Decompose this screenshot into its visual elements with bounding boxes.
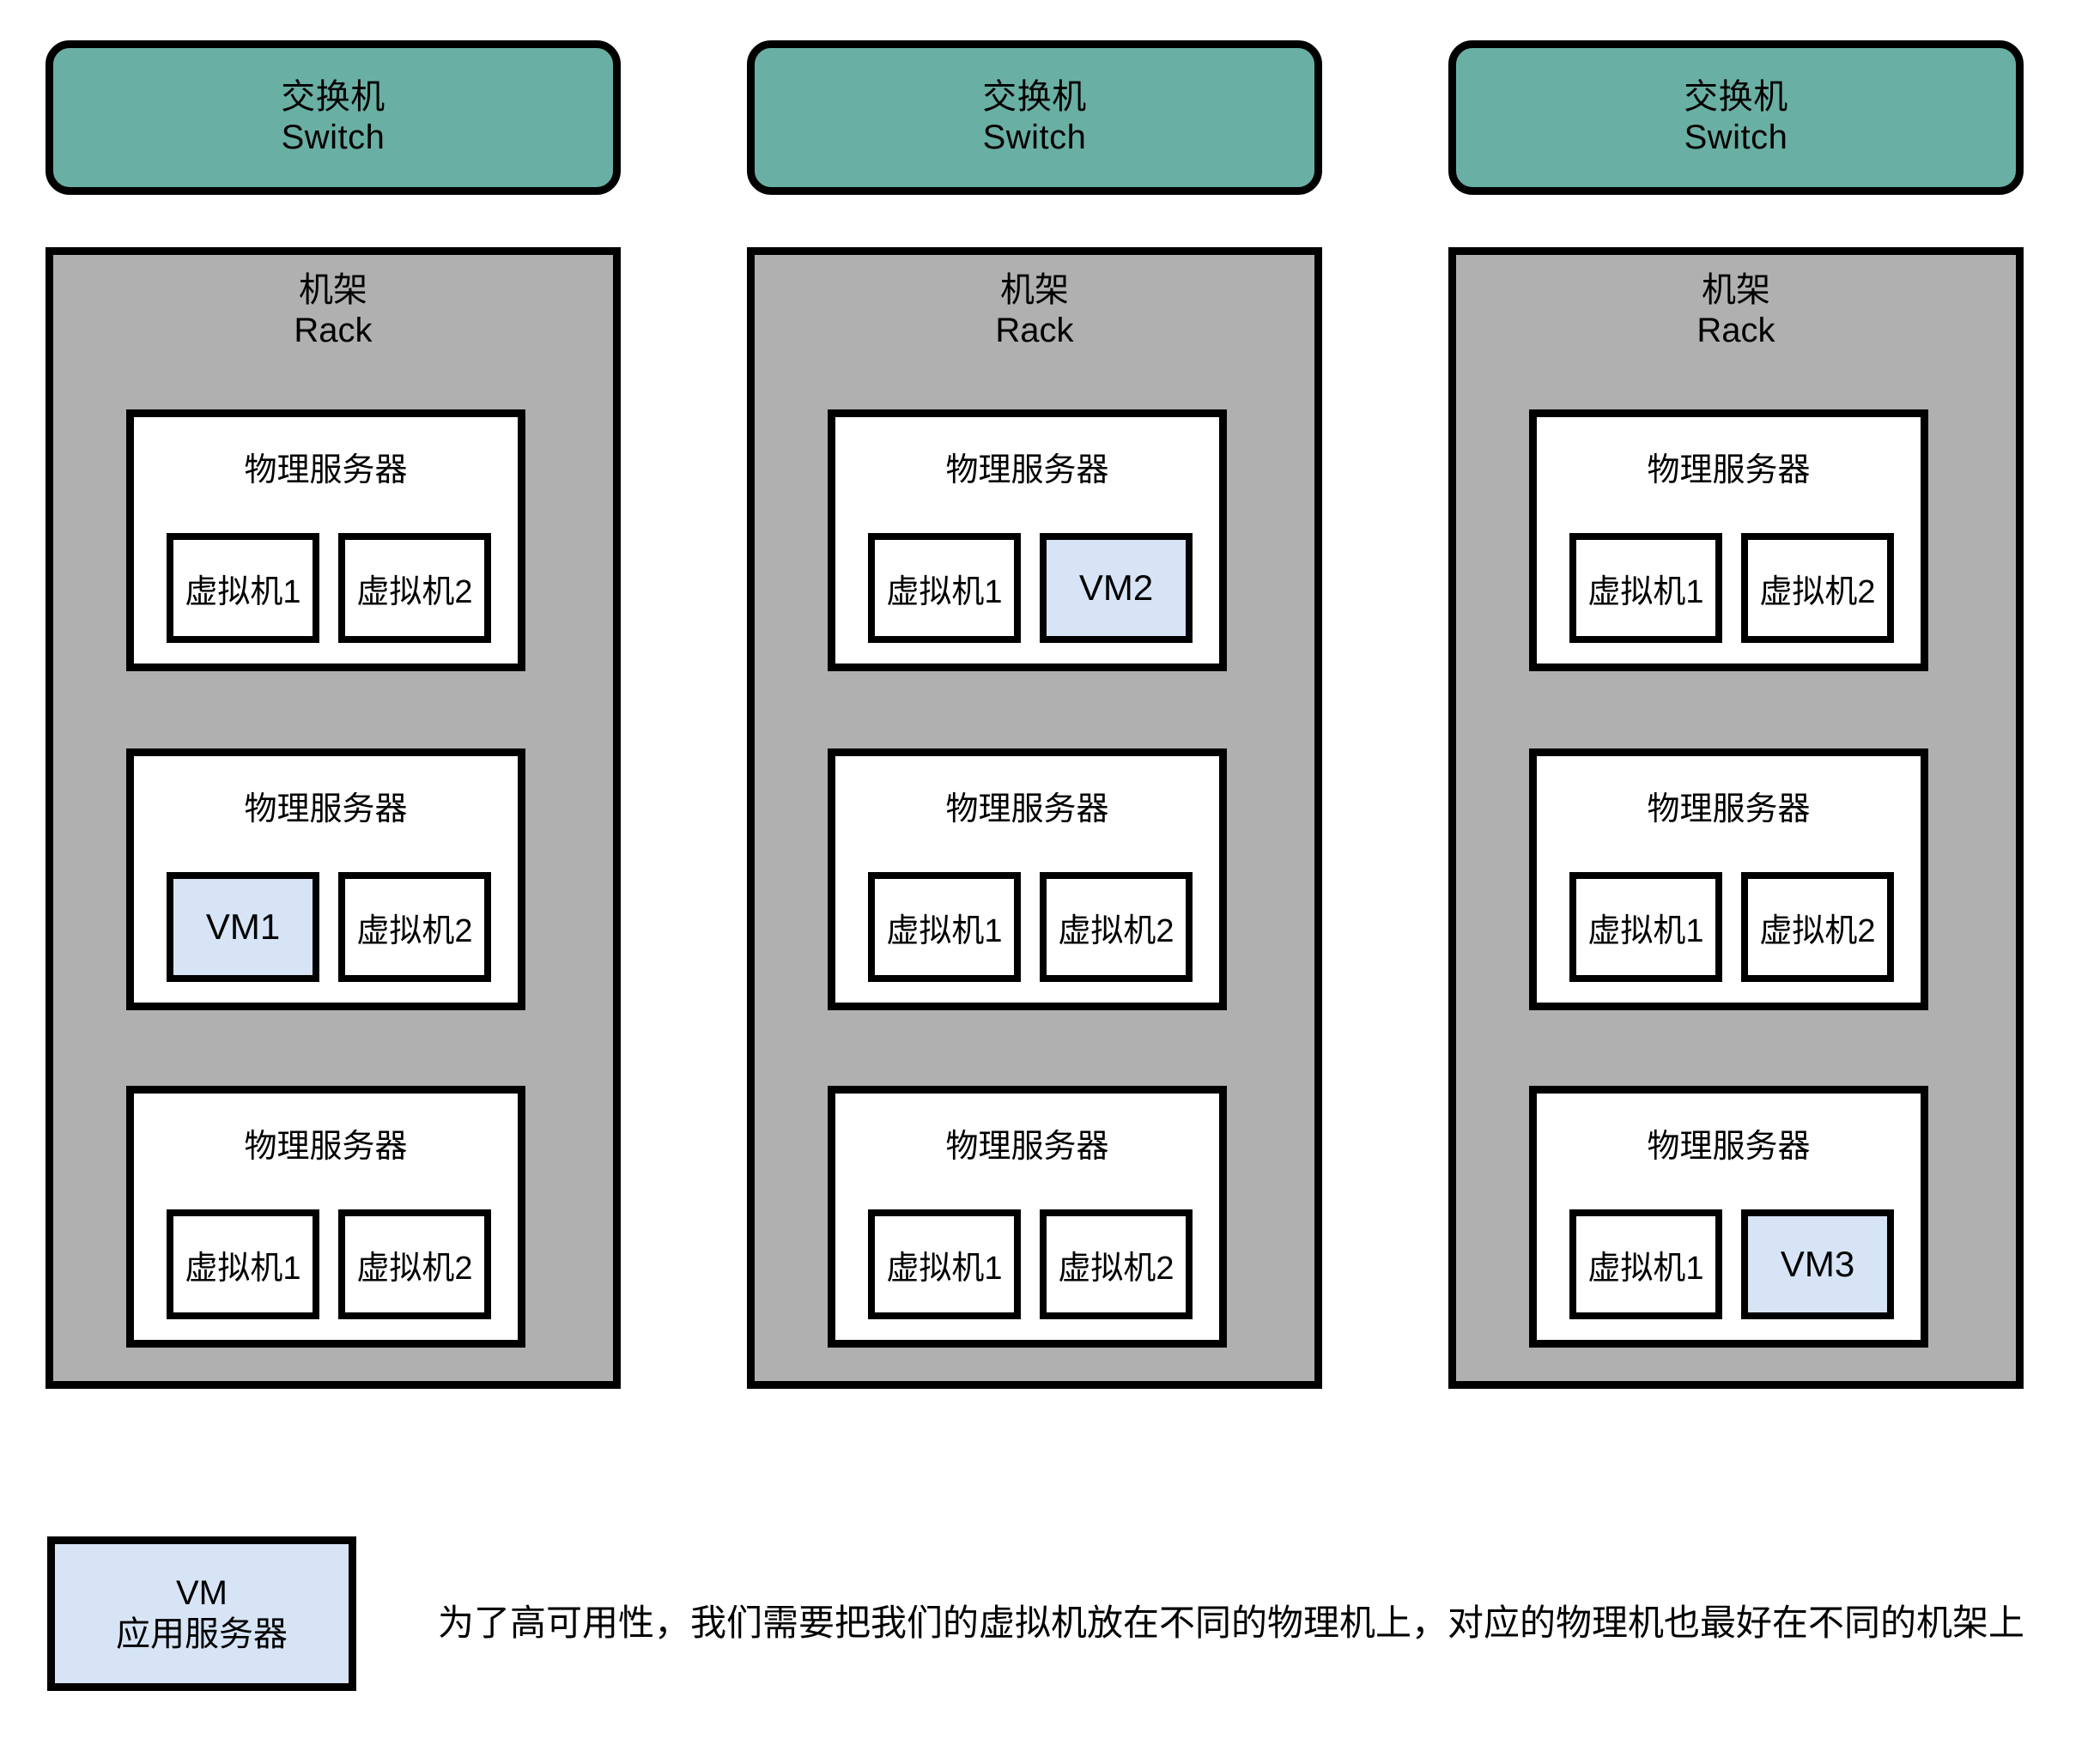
vm-box-1-2-1[interactable]: VM1 <box>167 872 319 982</box>
physical-server-2-2[interactable]: 物理服务器虚拟机1 虚拟机2 <box>828 748 1227 1010</box>
vm-label: 虚拟机2 <box>1058 912 1174 949</box>
vm-box-2-2-2[interactable]: 虚拟机2 <box>1040 872 1193 982</box>
physical-server-label: 物理服务器 <box>1647 791 1811 827</box>
vm-label: 虚拟机1 <box>185 573 301 610</box>
vm-box-3-2-2[interactable]: 虚拟机2 <box>1741 872 1894 982</box>
rack-label-en: Rack <box>1696 312 1775 350</box>
physical-server-3-1[interactable]: 物理服务器虚拟机1 虚拟机2 <box>1529 409 1928 671</box>
rack-label-cn: 机架 <box>1702 271 1770 309</box>
vm-label: 虚拟机2 <box>1759 573 1876 610</box>
vm-box-3-2-1[interactable]: 虚拟机1 <box>1569 872 1722 982</box>
switch-label-cn: 交换机 <box>982 77 1087 116</box>
rack-label-cn: 机架 <box>1000 271 1069 309</box>
vm-label: 虚拟机1 <box>1587 573 1704 610</box>
physical-server-2-3[interactable]: 物理服务器虚拟机1 虚拟机2 <box>828 1086 1227 1348</box>
physical-server-label: 物理服务器 <box>244 1129 408 1165</box>
vm-box-2-1-2[interactable]: VM2 <box>1040 533 1193 643</box>
vm-box-1-1-1[interactable]: 虚拟机1 <box>167 533 319 643</box>
vm-label: 虚拟机2 <box>1058 1250 1174 1287</box>
vm-label: 虚拟机1 <box>886 573 1003 610</box>
vm-box-2-2-1[interactable]: 虚拟机1 <box>868 872 1021 982</box>
switch-label-en: Switch <box>982 118 1087 156</box>
physical-server-1-1[interactable]: 物理服务器虚拟机1 虚拟机2 <box>126 409 525 671</box>
vm-box-2-3-2[interactable]: 虚拟机2 <box>1040 1209 1193 1319</box>
vm-label: VM2 <box>1078 567 1154 608</box>
vm-row: 虚拟机1 VM2 <box>868 533 1205 643</box>
diagram-caption: 为了高可用性，我们需要把我们的虚拟机放在不同的物理机上，对应的物理机也最好在不同… <box>438 1603 2025 1643</box>
physical-server-3-3[interactable]: 物理服务器虚拟机1 VM3 <box>1529 1086 1928 1348</box>
physical-server-label: 物理服务器 <box>945 1129 1109 1165</box>
vm-row: 虚拟机1 虚拟机2 <box>1569 872 1906 982</box>
vm-row: 虚拟机1 虚拟机2 <box>1569 533 1906 643</box>
vm-label: 虚拟机1 <box>185 1250 301 1287</box>
vm-box-3-1-1[interactable]: 虚拟机1 <box>1569 533 1722 643</box>
vm-row: 虚拟机1 虚拟机2 <box>868 1209 1205 1319</box>
vm-box-3-3-1[interactable]: 虚拟机1 <box>1569 1209 1722 1319</box>
rack-label-en: Rack <box>294 312 373 350</box>
vm-label: 虚拟机2 <box>356 912 473 949</box>
physical-server-label: 物理服务器 <box>244 452 408 488</box>
physical-server-label: 物理服务器 <box>244 791 408 827</box>
vm-label: 虚拟机1 <box>886 1250 1003 1287</box>
vm-box-3-1-2[interactable]: 虚拟机2 <box>1741 533 1894 643</box>
vm-label: VM1 <box>205 906 281 947</box>
physical-server-1-3[interactable]: 物理服务器虚拟机1 虚拟机2 <box>126 1086 525 1348</box>
legend-label-vm: VM <box>176 1574 228 1612</box>
physical-server-3-2[interactable]: 物理服务器虚拟机1 虚拟机2 <box>1529 748 1928 1010</box>
vm-label: 虚拟机2 <box>1759 912 1876 949</box>
vm-box-1-2-2[interactable]: 虚拟机2 <box>338 872 491 982</box>
rack-label-cn: 机架 <box>299 271 367 309</box>
vm-label: 虚拟机1 <box>886 912 1003 949</box>
vm-box-1-3-2[interactable]: 虚拟机2 <box>338 1209 491 1319</box>
vm-box-1-3-1[interactable]: 虚拟机1 <box>167 1209 319 1319</box>
switch-label-cn: 交换机 <box>1684 77 1788 116</box>
vm-box-2-3-1[interactable]: 虚拟机1 <box>868 1209 1021 1319</box>
vm-box-1-1-2[interactable]: 虚拟机2 <box>338 533 491 643</box>
vm-label: 虚拟机2 <box>356 1250 473 1287</box>
vm-row: 虚拟机1 虚拟机2 <box>868 872 1205 982</box>
vm-row: VM1 虚拟机2 <box>167 872 503 982</box>
physical-server-label: 物理服务器 <box>1647 1129 1811 1165</box>
physical-server-label: 物理服务器 <box>1647 452 1811 488</box>
physical-server-1-2[interactable]: 物理服务器 VM1 虚拟机2 <box>126 748 525 1010</box>
vm-box-3-3-2[interactable]: VM3 <box>1741 1209 1894 1319</box>
vm-label: 虚拟机1 <box>1587 912 1704 949</box>
vm-box-2-1-1[interactable]: 虚拟机1 <box>868 533 1021 643</box>
vm-row: 虚拟机1 VM3 <box>1569 1209 1906 1319</box>
physical-server-2-1[interactable]: 物理服务器虚拟机1 VM2 <box>828 409 1227 671</box>
switch-label-cn: 交换机 <box>281 77 385 116</box>
vm-label: VM3 <box>1780 1244 1855 1284</box>
vm-label: 虚拟机1 <box>1587 1250 1704 1287</box>
vm-label: 虚拟机2 <box>356 573 473 610</box>
switch-label-en: Switch <box>1684 118 1788 156</box>
physical-server-label: 物理服务器 <box>945 452 1109 488</box>
vm-row: 虚拟机1 虚拟机2 <box>167 533 503 643</box>
legend-label-app-server: 应用服务器 <box>116 1615 288 1653</box>
physical-server-label: 物理服务器 <box>945 791 1109 827</box>
switch-label-en: Switch <box>281 118 385 156</box>
rack-label-en: Rack <box>995 312 1074 350</box>
vm-row: 虚拟机1 虚拟机2 <box>167 1209 503 1319</box>
